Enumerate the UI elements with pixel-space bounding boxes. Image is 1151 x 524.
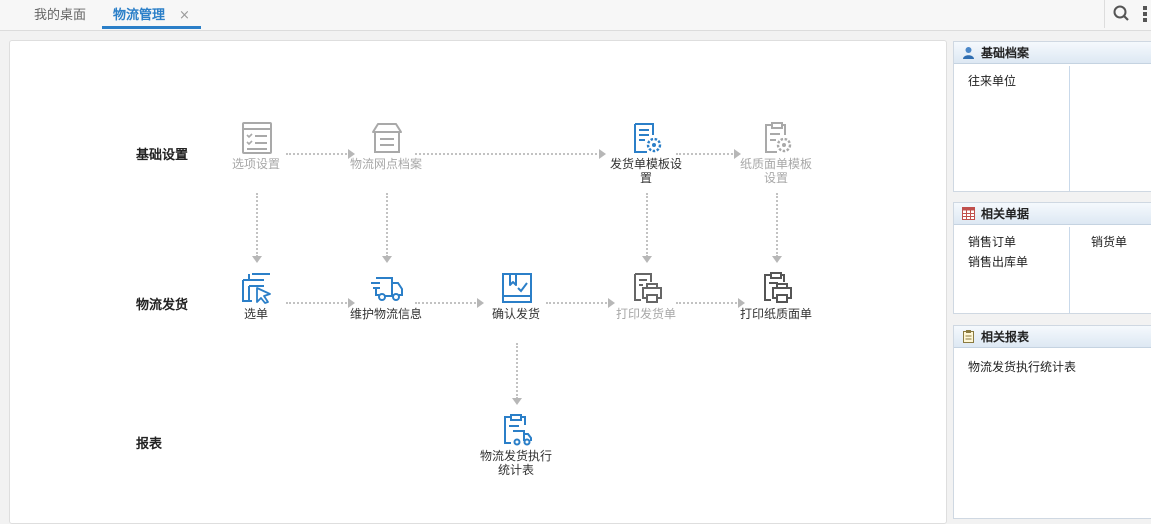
settings-list-icon: [242, 122, 272, 154]
node-select-order[interactable]: 选单: [210, 271, 302, 327]
connector-arrow: [772, 256, 782, 263]
node-label-line: 纸质面单模板: [739, 157, 812, 171]
notepad-icon: [963, 330, 974, 343]
print-document-icon: [634, 273, 662, 303]
connector-line: [256, 193, 258, 257]
connector-line: [516, 343, 518, 399]
store-icon: [372, 123, 402, 153]
panel-header: 相关报表: [954, 326, 1151, 348]
node-label: 纸质面单模板 设置: [730, 157, 822, 185]
node-shipping-template-settings[interactable]: 发货单模板设 置: [600, 121, 692, 193]
node-label: 确认发货: [491, 307, 540, 321]
node-option-settings[interactable]: 选项设置: [210, 121, 302, 177]
tab-logistics-label: 物流管理: [113, 8, 166, 23]
node-label: 选项设置: [231, 157, 280, 171]
panel-title: 相关报表: [981, 330, 1030, 344]
document-gear-icon: [634, 123, 662, 153]
column-divider: [1069, 66, 1070, 191]
node-print-shipping-order[interactable]: 打印发货单: [600, 271, 692, 327]
connector-arrow: [738, 298, 745, 308]
panel-basic-archive: 基础档案 往来单位: [953, 41, 1151, 192]
connector-arrow: [382, 256, 392, 263]
connector-line: [286, 302, 350, 304]
report-truck-icon: [504, 414, 532, 446]
row-label-basic-settings: 基础设置: [136, 148, 189, 163]
panel-header: 相关单据: [954, 203, 1151, 225]
connector-arrow: [734, 149, 741, 159]
connector-line: [415, 302, 479, 304]
print-clipboard-icon: [764, 272, 792, 303]
grid-menu-icon: [1143, 6, 1147, 22]
panel-title: 相关单据: [981, 207, 1030, 221]
panel-header: 基础档案: [954, 42, 1151, 64]
connector-line: [386, 193, 388, 257]
delivery-truck-icon: [371, 277, 403, 301]
node-maintain-logistics-info[interactable]: 维护物流信息: [340, 271, 432, 327]
search-button[interactable]: [1104, 0, 1137, 28]
node-label: 发货单模板设 置: [600, 157, 692, 185]
row-label-reports: 报表: [136, 437, 163, 452]
link-sales-outbound[interactable]: 销售出库单: [968, 255, 1029, 269]
connector-line: [286, 153, 350, 155]
connector-line: [776, 193, 778, 257]
panel-related-reports: 相关报表 物流发货执行统计表: [953, 325, 1151, 519]
connector-line: [676, 153, 736, 155]
node-label: 维护物流信息: [349, 307, 422, 321]
tab-logistics-management[interactable]: 物流管理 ×: [102, 0, 201, 29]
connector-arrow: [642, 256, 652, 263]
node-label: 物流发货执行 统计表: [470, 449, 562, 477]
clipboard-gear-icon: [765, 122, 792, 153]
connector-line: [676, 302, 740, 304]
connector-arrow: [608, 298, 615, 308]
panel-title: 基础档案: [981, 46, 1030, 60]
link-partner-units[interactable]: 往来单位: [968, 74, 1017, 88]
select-cursor-icon: [242, 273, 271, 304]
node-logistics-outlets[interactable]: 物流网点档案: [340, 121, 432, 177]
node-paper-waybill-template-settings[interactable]: 纸质面单模板 设置: [730, 121, 822, 193]
node-logistics-shipping-stats-report[interactable]: 物流发货执行 统计表: [470, 413, 562, 485]
flow-diagram-panel: 基础设置 物流发货 报表 选项设置: [9, 40, 947, 524]
row-label-logistics-shipping: 物流发货: [136, 298, 189, 313]
tab-my-desktop[interactable]: 我的桌面: [33, 8, 86, 23]
node-label-line: 物流发货执行: [479, 449, 552, 463]
user-icon: [963, 47, 974, 59]
connector-arrow: [599, 149, 606, 159]
table-icon: [962, 207, 975, 220]
connector-line: [646, 193, 648, 257]
link-logistics-shipping-stats[interactable]: 物流发货执行统计表: [968, 360, 1077, 374]
tab-close-icon[interactable]: ×: [179, 8, 190, 23]
node-label-line: 设置: [763, 171, 788, 185]
node-label: 选单: [243, 307, 268, 321]
search-icon: [1113, 5, 1129, 21]
node-confirm-shipment[interactable]: 确认发货: [470, 271, 562, 327]
connector-line: [546, 302, 610, 304]
connector-arrow: [348, 149, 355, 159]
column-divider: [1069, 227, 1070, 313]
link-sales-delivery[interactable]: 销货单: [1091, 235, 1128, 249]
node-label-line: 置: [639, 171, 652, 185]
connector-arrow: [477, 298, 484, 308]
tab-bar: 我的桌面 物流管理 ×: [0, 0, 1151, 31]
connector-arrow: [348, 298, 355, 308]
node-label: 物流网点档案: [349, 157, 422, 171]
connector-arrow: [512, 398, 522, 405]
confirm-box-icon: [502, 273, 532, 303]
node-label: 打印发货单: [615, 307, 676, 321]
node-label: 打印纸质面单: [739, 307, 812, 321]
panel-related-documents: 相关单据 销售订单 销货单 销售出库单: [953, 202, 1151, 314]
connector-line: [415, 153, 601, 155]
connector-arrow: [252, 256, 262, 263]
node-print-paper-waybill[interactable]: 打印纸质面单: [730, 271, 822, 327]
link-sales-order[interactable]: 销售订单: [968, 235, 1017, 249]
more-menu-button[interactable]: [1141, 5, 1151, 23]
node-label-line: 发货单模板设: [609, 157, 682, 171]
node-label-line: 统计表: [497, 463, 534, 477]
